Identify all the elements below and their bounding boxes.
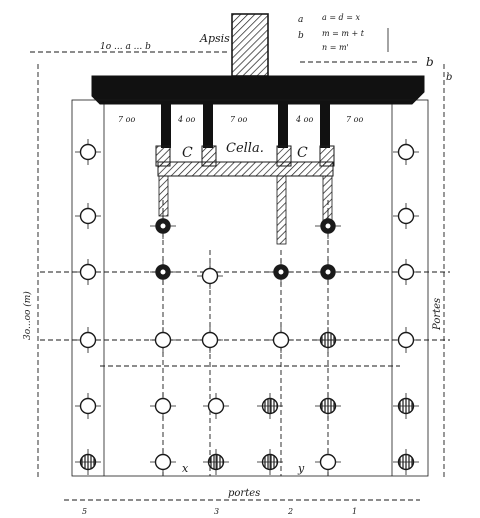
column [154,397,172,415]
column [261,453,279,471]
bay-label-3: 7 oo [230,115,247,124]
column [79,207,97,225]
cella-front-threshold [157,161,334,177]
legend-b: b [298,31,304,41]
column [397,453,415,471]
cella-wall-2 [203,100,213,148]
back-wall [91,75,425,105]
column [207,397,225,415]
cella-wall-3 [278,100,288,148]
bottom-num-3: 3 [214,507,219,516]
column [397,143,415,161]
apsis-block [231,13,269,77]
column [397,397,415,415]
column [79,263,97,281]
bottom-num-5: 5 [82,507,87,516]
cella-label: Cella. [226,141,264,156]
column [397,331,415,349]
column-core [325,269,331,275]
column [261,397,279,415]
wall-stub-mid-left [201,145,217,167]
bay-label-4: 4 oo [295,115,313,124]
column [79,331,97,349]
legend-line-3: n = m' [322,43,349,52]
left-dimension-label: 3o...oo (m) [22,291,33,340]
column [201,331,219,349]
cella-wall-1 [161,100,171,148]
bay-label-2: 4 oo [177,115,195,124]
column [207,453,225,471]
legend-line-2: m = m + t [322,29,365,38]
chamber-label-right: C [297,145,308,161]
apsis-label: Apsis [199,32,230,45]
mark-x: x [182,462,189,475]
wall-stub-right [319,145,335,167]
chamber-label-left: C [182,145,193,161]
column [201,267,219,285]
column [154,331,172,349]
wall-stub-left [155,145,171,167]
top-dimension-label: 1o ... a ... b [100,42,151,52]
column [319,331,337,349]
right-portico-label: Portes [432,298,443,331]
legend-a: a [298,15,303,25]
column [397,263,415,281]
legend-line-1: a = d = x [322,13,360,22]
wall-stub-mid-right [276,145,292,167]
bottom-portico-label: portes [228,488,260,499]
bottom-num-2: 2 [287,507,293,516]
cella-wall-4 [320,100,330,148]
b-side-label: b [446,72,452,83]
pilaster-3 [322,175,333,225]
bay-label-5: 7 oo [346,115,363,124]
column-core [160,223,166,229]
columns-group [75,139,419,475]
column [397,207,415,225]
column [319,453,337,471]
b-top-label: b [426,55,434,69]
bay-label-1: 7 oo [118,115,135,124]
column-core [278,269,284,275]
mark-y: y [297,462,305,475]
bottom-num-1: 1 [352,507,357,516]
column [79,397,97,415]
column [79,453,97,471]
column [319,397,337,415]
pilaster-1 [158,175,169,217]
pilaster-2 [276,175,287,245]
column [79,143,97,161]
column [154,453,172,471]
stylobate-outline [71,99,429,477]
column [272,331,290,349]
column-core [160,269,166,275]
column-core [325,223,331,229]
